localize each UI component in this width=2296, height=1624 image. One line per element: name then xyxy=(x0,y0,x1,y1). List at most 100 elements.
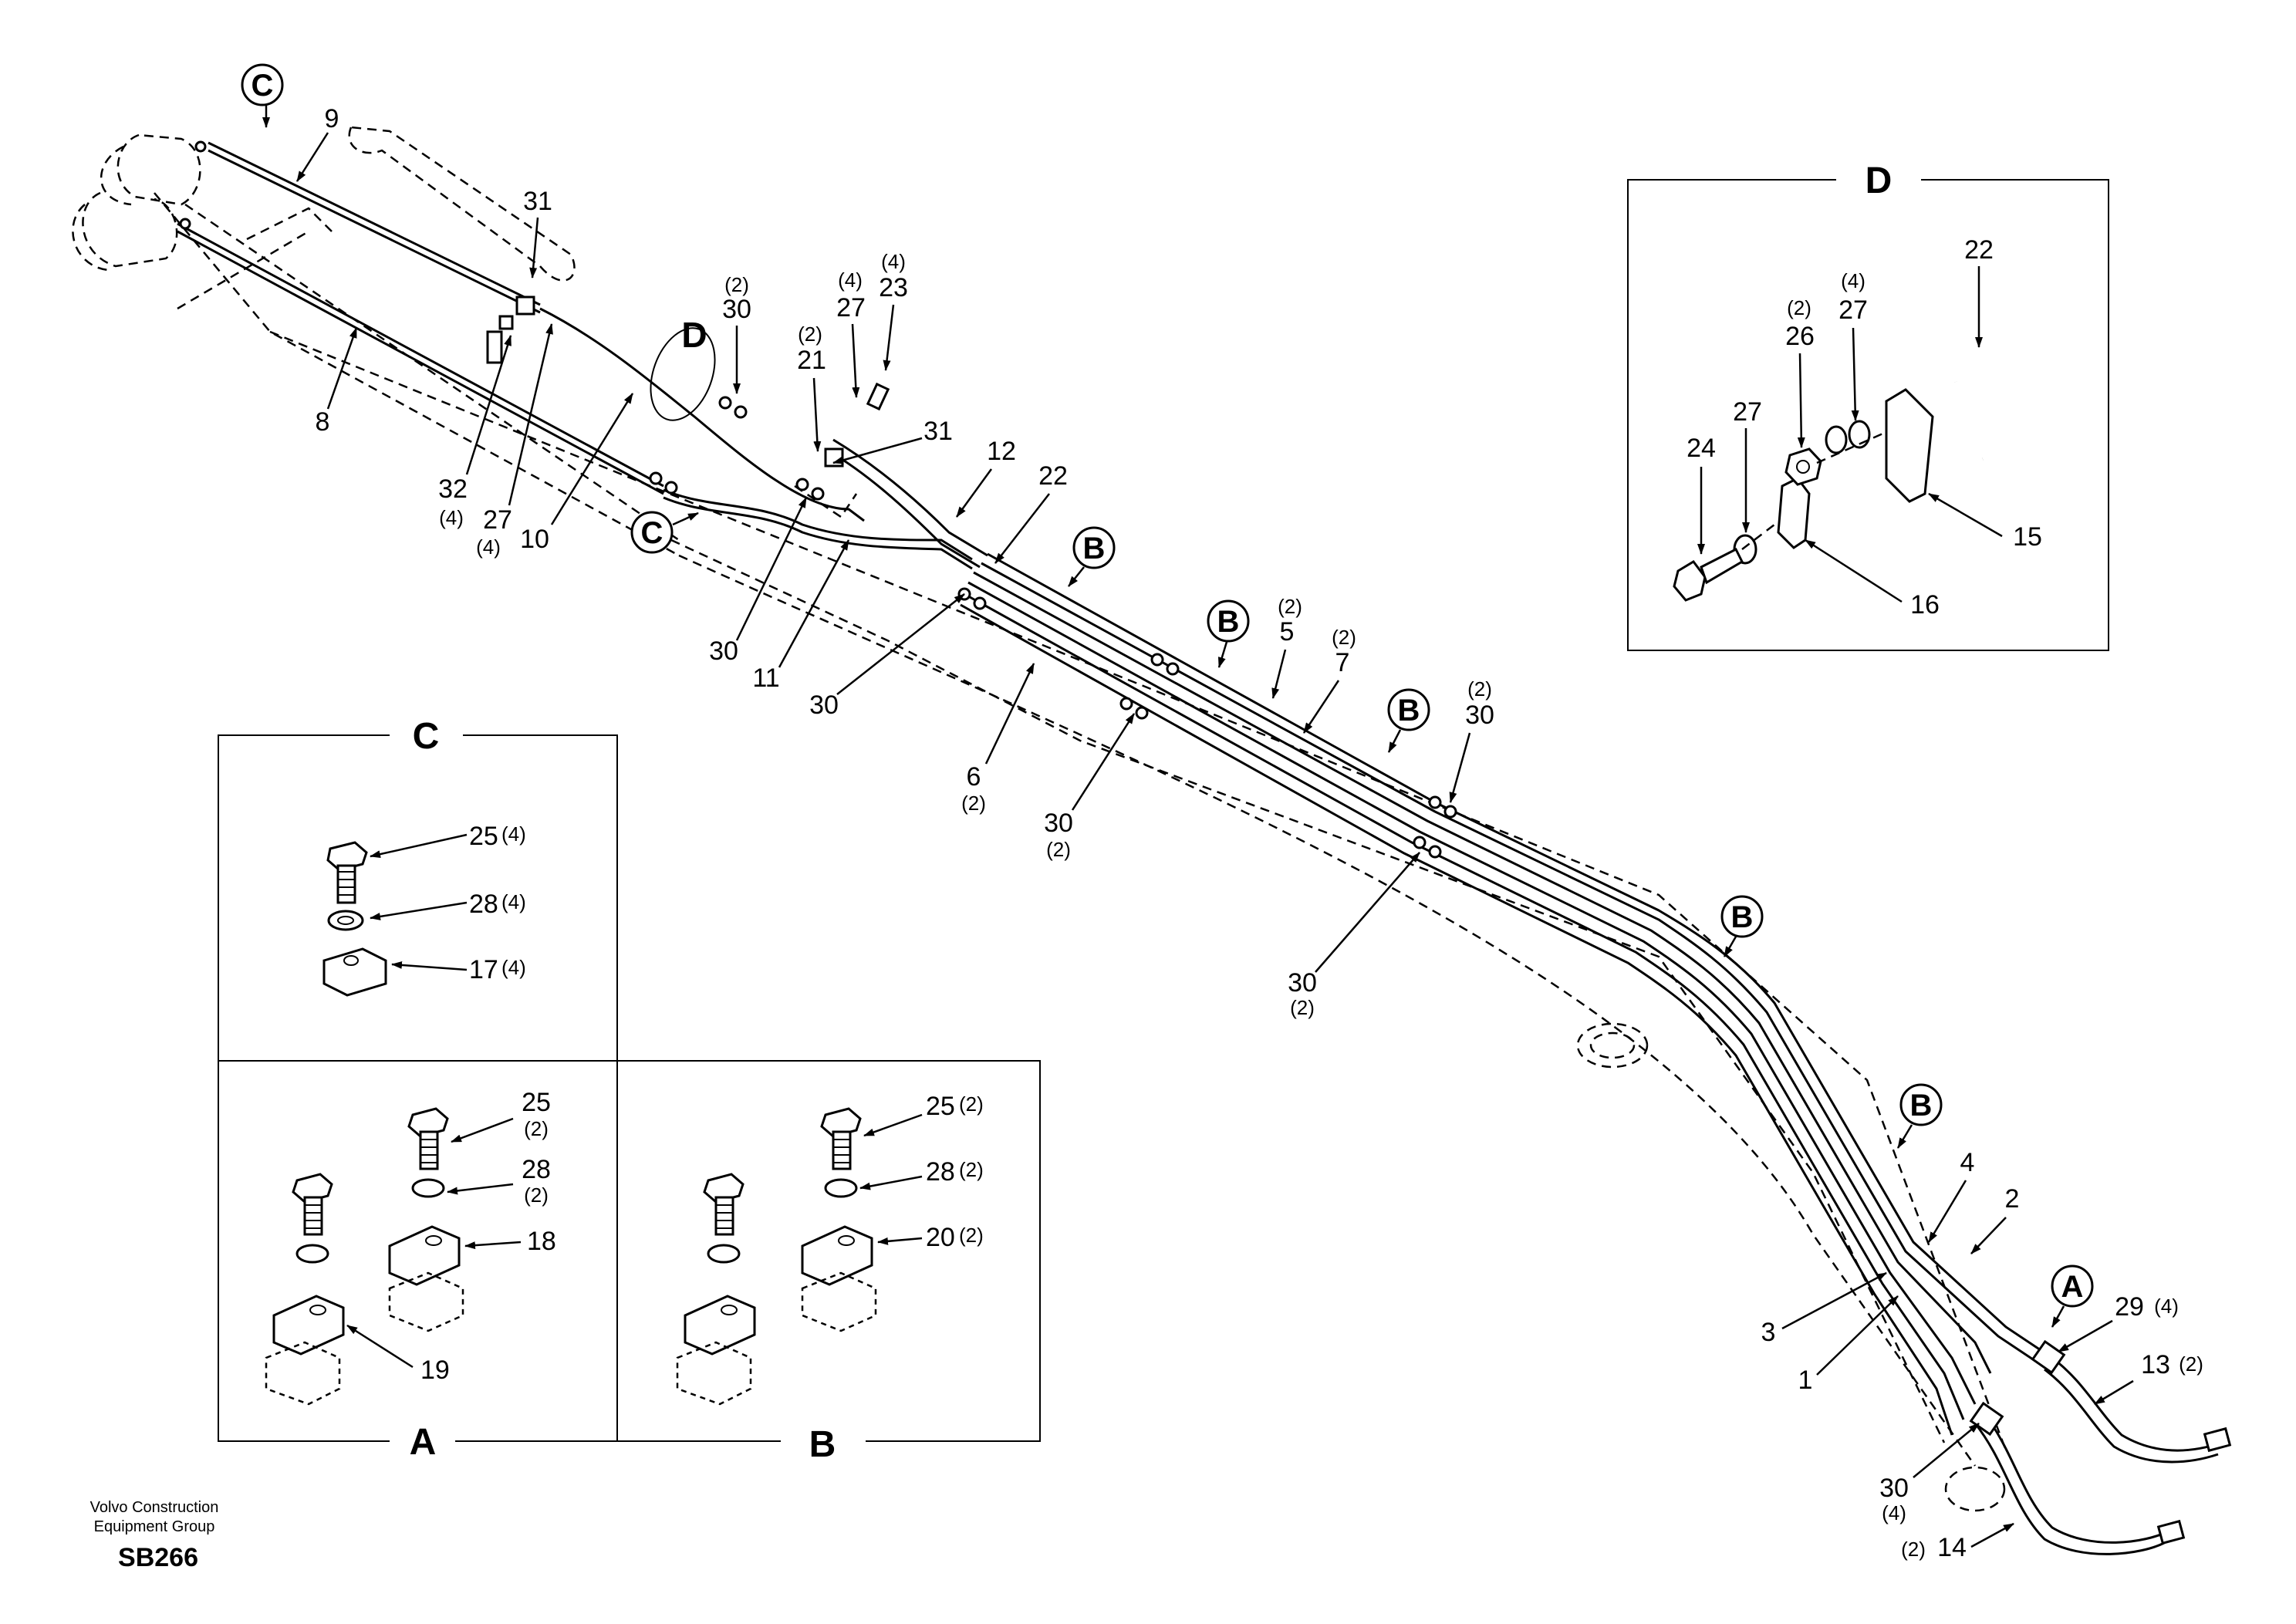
callout-label: (2) xyxy=(959,1092,984,1116)
callout-label: 30 xyxy=(1465,701,1494,730)
callout-label: 7 xyxy=(1335,648,1350,677)
callout-label: 4 xyxy=(1960,1148,1975,1177)
ref-mark-c-lower: C xyxy=(630,511,699,554)
callout-label: (2) xyxy=(959,1224,984,1247)
callout-label: (2) xyxy=(1787,296,1811,319)
callout-label: (2) xyxy=(798,322,822,346)
callout-label: B xyxy=(1398,694,1420,728)
detail-a-callouts: 25 (2) 28 (2) 18 19 xyxy=(346,1088,556,1385)
callout-label: 27 xyxy=(1838,295,1868,325)
callout-label: (2) xyxy=(1332,626,1356,649)
hydraulic-lines xyxy=(177,140,2232,1555)
callout-label: B xyxy=(1910,1089,1933,1123)
callout-label: 30 xyxy=(1044,809,1073,838)
callout-label: 22 xyxy=(1038,461,1068,491)
callout-label: (2) xyxy=(1278,595,1302,618)
callout-label: (2) xyxy=(1901,1538,1926,1561)
callout-label: 31 xyxy=(923,417,953,446)
callout-label: 24 xyxy=(1687,434,1716,463)
callout-label: (4) xyxy=(439,506,464,529)
callout-label: B xyxy=(1217,605,1240,639)
detail-a-panel: A 25 (2) 28 (2) 18 19 xyxy=(218,1061,618,1463)
callout-label: 30 xyxy=(1879,1474,1909,1503)
callout-label: 30 xyxy=(809,690,839,720)
callout-label: 31 xyxy=(523,187,552,216)
callout-label: 16 xyxy=(1910,590,1940,620)
callout-label: 13 xyxy=(2141,1350,2170,1379)
callout-label: 3 xyxy=(1761,1318,1776,1347)
detail-c-callouts: 25 (4) 28 (4) 17 (4) xyxy=(370,822,526,984)
boom-outline xyxy=(72,126,2007,1512)
callout-label: D xyxy=(681,315,707,355)
callout-label: C xyxy=(641,516,663,550)
callout-label: 27 xyxy=(836,293,866,322)
detail-d-callouts: 22 (2) 26 (4) 27 24 27 15 16 xyxy=(1687,235,2042,620)
callout-label: 8 xyxy=(316,407,330,437)
detail-d-title: D xyxy=(1866,160,1893,201)
callout-label: 25 xyxy=(926,1092,955,1121)
callout-label: 21 xyxy=(797,346,826,375)
callout-label: 27 xyxy=(1733,397,1762,427)
callout-label: 25 xyxy=(522,1088,551,1117)
callout-label: 12 xyxy=(987,437,1016,466)
footer-company-line2: Equipment Group xyxy=(94,1518,215,1535)
callout-label: 28 xyxy=(522,1155,551,1184)
ref-mark-d: D xyxy=(650,315,716,421)
callout-label: (2) xyxy=(961,792,986,815)
callout-label: 2 xyxy=(2005,1184,2020,1214)
footer-company-line1: Volvo Construction xyxy=(90,1499,219,1516)
callout-label: (4) xyxy=(881,250,906,273)
callout-label: 23 xyxy=(879,273,908,302)
ref-mark-a: A xyxy=(2051,1264,2094,1328)
callout-label: 30 xyxy=(722,295,751,324)
callout-label: 19 xyxy=(420,1356,450,1385)
main-reference-marks: C C B B B B B xyxy=(241,63,2094,1328)
callout-label: (4) xyxy=(501,956,526,979)
ref-mark-b-1: B xyxy=(1068,526,1116,587)
callout-label: (4) xyxy=(838,268,863,292)
callout-label: (4) xyxy=(501,822,526,846)
callout-label: 30 xyxy=(709,636,738,666)
ref-mark-b-2: B xyxy=(1207,599,1250,668)
callout-label: 27 xyxy=(483,505,512,535)
callout-label: (2) xyxy=(1290,996,1315,1019)
callout-label: 1 xyxy=(1798,1366,1813,1395)
callout-label: C xyxy=(252,69,274,103)
detail-a-title: A xyxy=(410,1422,437,1463)
detail-c-panel: C 25 (4) 28 (4) 17 (4) xyxy=(218,716,618,1062)
callout-label: 20 xyxy=(926,1223,955,1252)
ref-mark-b-5: B xyxy=(1896,1083,1943,1149)
callout-label: 25 xyxy=(469,822,498,851)
callout-label: (4) xyxy=(501,890,526,913)
footer-drawing-code: SB266 xyxy=(118,1543,198,1572)
ref-mark-c-top: C xyxy=(241,63,284,128)
callout-label: 11 xyxy=(752,663,779,693)
callout-label: 15 xyxy=(2013,522,2042,552)
callout-label: (4) xyxy=(2154,1295,2179,1318)
callout-label: 22 xyxy=(1964,235,1994,265)
callout-label: 5 xyxy=(1280,617,1295,647)
callout-label: (4) xyxy=(476,535,501,559)
callout-label: 26 xyxy=(1785,322,1815,351)
callout-label: (2) xyxy=(524,1183,549,1207)
ref-mark-b-4: B xyxy=(1720,895,1764,957)
callout-label: B xyxy=(1083,532,1106,566)
main-callouts: 9 8 31 32 (4) 27 (4) 10 (2) 30 (2) 21 (4… xyxy=(295,104,2203,1562)
callout-label: 28 xyxy=(926,1157,955,1187)
callout-label: 28 xyxy=(469,890,498,919)
callout-label: (2) xyxy=(1467,677,1492,701)
footer: Volvo Construction Equipment Group SB266 xyxy=(90,1499,219,1572)
detail-b-title: B xyxy=(809,1424,836,1465)
callout-label: 6 xyxy=(967,762,981,792)
callout-label: (4) xyxy=(1882,1501,1906,1524)
callout-label: 32 xyxy=(438,474,468,504)
callout-label: A xyxy=(2061,1270,2084,1304)
callout-label: 17 xyxy=(469,955,498,984)
detail-c-title: C xyxy=(413,716,440,757)
callout-label: (2) xyxy=(524,1117,549,1140)
detail-d-panel: D 22 (2) 26 (4) 27 24 27 xyxy=(1627,160,2109,651)
callout-label: 10 xyxy=(520,525,549,554)
callout-label: 18 xyxy=(527,1227,556,1256)
